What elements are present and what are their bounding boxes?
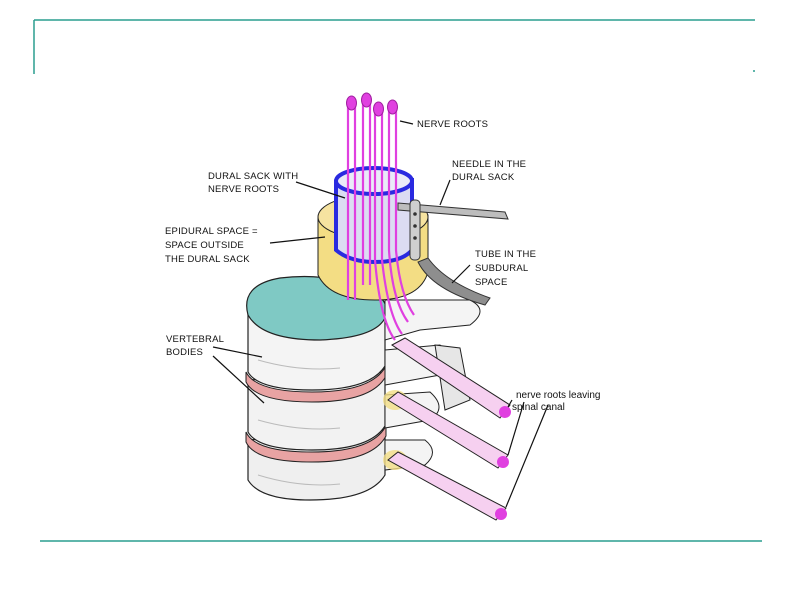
label-leaving-line2: spinal canal — [512, 402, 565, 413]
label-tube-line2: SUBDURAL — [475, 263, 528, 274]
labels: NERVE ROOTS DURAL SACK WITH NERVE ROOTS … — [165, 119, 601, 413]
leader-lines — [212, 120, 549, 508]
label-needle-line2: DURAL SACK — [452, 172, 515, 183]
label-epidural-line2: SPACE OUTSIDE — [165, 240, 244, 251]
label-needle-line1: NEEDLE IN THE — [452, 159, 526, 170]
label-vertebral-line1: VERTEBRAL — [166, 334, 224, 345]
label-tube-line1: TUBE IN THE — [475, 249, 536, 260]
label-leaving-line1: nerve roots leaving — [516, 390, 601, 401]
label-dural-sack-line2: NERVE ROOTS — [208, 184, 279, 195]
label-epidural-line1: EPIDURAL SPACE = — [165, 226, 258, 237]
slide-top-border — [33, 19, 755, 74]
label-nerve-roots: NERVE ROOTS — [417, 119, 488, 130]
label-tube-line3: SPACE — [475, 277, 508, 288]
nerve-root-tips — [346, 92, 398, 117]
nerve-roots — [346, 98, 415, 341]
vertebral-column — [245, 275, 481, 501]
label-vertebral-line2: BODIES — [166, 347, 203, 358]
label-dural-sack-line1: DURAL SACK WITH — [208, 171, 298, 182]
exiting-nerve-roots — [387, 337, 511, 521]
label-epidural-line3: THE DURAL SACK — [165, 254, 250, 265]
needle — [397, 202, 509, 220]
